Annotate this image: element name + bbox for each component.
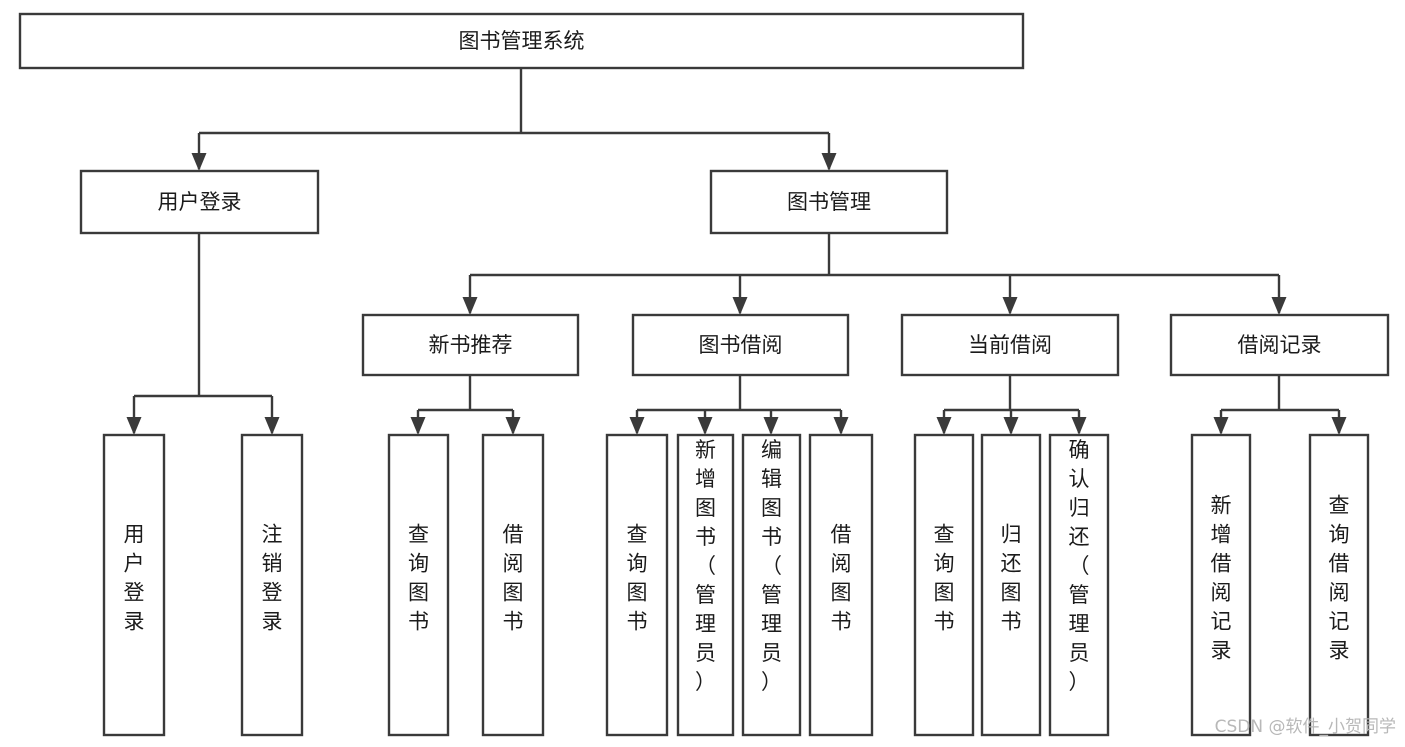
node-box-leaf-add-borrow-record[interactable] [1190,433,1252,737]
node-box-leaf-borrow-book-1[interactable] [481,433,545,737]
node-label-leaf-query-borrow-record: 查询借阅记录 [1329,494,1350,663]
node-label-leaf-logout-login: 注销登录 [262,523,283,634]
node-leaf-logout-login[interactable]: 注销登录 [240,433,304,737]
node-leaf-query-book-3[interactable]: 查询图书 [913,433,975,737]
node-box-leaf-user-login[interactable] [102,433,166,737]
node-root[interactable]: 图书管理系统 [18,12,1025,70]
node-box-leaf-edit-book-admin[interactable] [741,433,802,737]
node-label-leaf-query-book-2: 查询图书 [627,523,648,634]
node-box-leaf-confirm-return-admin[interactable] [1048,433,1110,737]
node-leaf-user-login[interactable]: 用户登录 [102,433,166,737]
node-box-root[interactable] [18,12,1025,70]
arrow-to-leaf-borrow-book-1 [505,417,521,435]
connector-bar-book-borrow [637,375,841,412]
connector-bar-new-book [418,375,513,412]
watermark-group: CSDN @软件_小贺同学 [1215,717,1396,737]
connector-bar-current-borrow [944,375,1079,412]
node-label-leaf-query-book-1: 查询图书 [408,523,429,634]
node-box-new-book-recommend[interactable] [361,313,580,377]
node-book-manage[interactable]: 图书管理 [709,169,949,235]
node-label-leaf-user-login: 用户登录 [124,523,145,634]
node-book-borrow[interactable]: 图书借阅 [631,313,850,377]
node-label-leaf-return-book: 归还图书 [1001,523,1022,634]
node-label-leaf-add-borrow-record: 新增借阅记录 [1211,494,1232,663]
node-label-leaf-borrow-book-1: 借阅图书 [503,523,524,634]
node-label-leaf-query-book-3: 查询图书 [934,523,955,634]
arrow-to-leaf-edit-book-admin [763,417,779,435]
node-leaf-borrow-book-2[interactable]: 借阅图书 [808,433,874,737]
arrow-to-user-login [191,153,207,171]
node-label-leaf-borrow-book-2: 借阅图书 [831,523,852,634]
arrow-to-leaf-query-borrow-record [1331,417,1347,435]
arrow-to-leaf-query-book-2 [629,417,645,435]
connector-bar-root [199,68,829,135]
arrow-to-leaf-logout-login [264,417,280,435]
node-box-leaf-query-book-3[interactable] [913,433,975,737]
node-new-book-recommend[interactable]: 新书推荐 [361,313,580,377]
node-box-book-borrow[interactable] [631,313,850,377]
node-current-borrow[interactable]: 当前借阅 [900,313,1120,377]
node-label-current-borrow: 当前借阅 [968,333,1052,357]
arrow-to-leaf-user-login [126,417,142,435]
node-leaf-query-book-1[interactable]: 查询图书 [387,433,450,737]
arrow-to-book-borrow [732,297,748,315]
arrow-to-new-book-recommend [462,297,478,315]
arrow-to-leaf-confirm-return-admin [1071,417,1087,435]
node-label-new-book-recommend: 新书推荐 [429,333,513,357]
node-label-root: 图书管理系统 [459,29,585,53]
node-label-book-manage: 图书管理 [787,190,871,214]
csdn-watermark: CSDN @软件_小贺同学 [1215,717,1396,737]
arrow-to-book-manage [821,153,837,171]
node-box-leaf-query-borrow-record[interactable] [1308,433,1370,737]
node-label-book-borrow: 图书借阅 [699,333,783,357]
node-leaf-add-borrow-record[interactable]: 新增借阅记录 [1190,433,1252,737]
node-box-book-manage[interactable] [709,169,949,235]
node-label-leaf-add-book-admin: 新增图书（管理员） [695,438,716,694]
arrow-heads-group [126,153,1347,435]
node-box-current-borrow[interactable] [900,313,1120,377]
node-box-leaf-borrow-book-2[interactable] [808,433,874,737]
node-label-user-login: 用户登录 [158,190,242,214]
node-box-leaf-query-book-2[interactable] [605,433,669,737]
arrow-to-leaf-query-book-3 [936,417,952,435]
node-box-borrow-record[interactable] [1169,313,1390,377]
node-box-leaf-add-book-admin[interactable] [676,433,735,737]
node-leaf-query-book-2[interactable]: 查询图书 [605,433,669,737]
node-box-leaf-return-book[interactable] [980,433,1042,737]
node-leaf-confirm-return-admin[interactable]: 确认归还（管理员） [1048,433,1110,737]
node-leaf-return-book[interactable]: 归还图书 [980,433,1042,737]
arrow-to-leaf-borrow-book-2 [833,417,849,435]
node-leaf-add-book-admin[interactable]: 新增图书（管理员） [676,433,735,737]
node-box-leaf-query-book-1[interactable] [387,433,450,737]
connector-bar-user-login [134,233,272,398]
arrow-to-borrow-record [1271,297,1287,315]
node-leaf-query-borrow-record[interactable]: 查询借阅记录 [1308,433,1370,737]
node-label-leaf-confirm-return-admin: 确认归还（管理员） [1069,438,1090,694]
node-boxes-group: 图书管理系统用户登录图书管理新书推荐图书借阅当前借阅借阅记录用户登录注销登录查询… [18,12,1390,737]
connector-bar-borrow-record [1221,375,1339,412]
node-borrow-record[interactable]: 借阅记录 [1169,313,1390,377]
node-box-leaf-logout-login[interactable] [240,433,304,737]
connector-lines-group [132,68,1341,433]
node-box-user-login[interactable] [79,169,320,235]
arrow-to-leaf-query-book-1 [410,417,426,435]
arrow-to-current-borrow [1002,297,1018,315]
node-label-borrow-record: 借阅记录 [1238,333,1322,357]
arrow-to-leaf-add-book-admin [697,417,713,435]
node-leaf-edit-book-admin[interactable]: 编辑图书（管理员） [741,433,802,737]
arrow-to-leaf-add-borrow-record [1213,417,1229,435]
arrow-to-leaf-return-book [1003,417,1019,435]
node-label-leaf-edit-book-admin: 编辑图书（管理员） [761,438,782,694]
node-leaf-borrow-book-1[interactable]: 借阅图书 [481,433,545,737]
node-user-login[interactable]: 用户登录 [79,169,320,235]
connector-bar-book-manage [470,233,1279,277]
